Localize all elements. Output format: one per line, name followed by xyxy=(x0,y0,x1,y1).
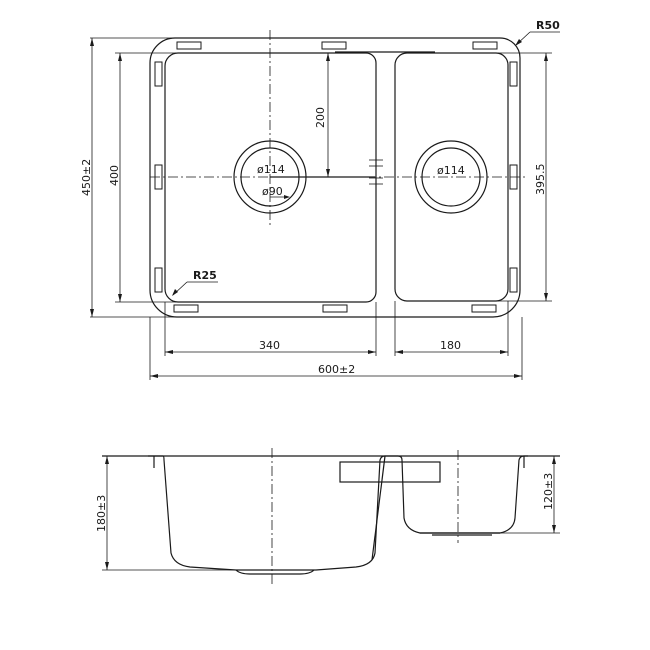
right-drain-label: ø114 xyxy=(437,164,465,177)
right-bowl-depth-dim: 120±3 xyxy=(542,473,555,510)
divider-break-marks xyxy=(369,159,383,185)
overall-width-dim: 600±2 xyxy=(318,363,355,376)
right-drain-inner-circle xyxy=(421,147,481,207)
plan-view: ø114 ø90 ø114 200 450±2 400 xyxy=(80,19,560,380)
drain-offset-dim: 200 xyxy=(314,107,327,128)
mounting-clips xyxy=(154,41,518,313)
left-drain-inner-circle xyxy=(240,147,300,207)
inner-radius-label: R25 xyxy=(193,269,217,282)
left-bowl-profile xyxy=(148,455,528,571)
right-drain-outer-circle xyxy=(414,140,488,214)
right-bowl-height-dim: 395.5 xyxy=(534,164,547,196)
left-bowl-depth-dim: 180±3 xyxy=(95,495,108,532)
overflow-rect xyxy=(339,461,441,483)
section-view: 180±3 120±3 xyxy=(95,448,560,584)
left-bowl-width-dim: 340 xyxy=(259,339,280,352)
right-bowl-width-dim: 180 xyxy=(440,339,461,352)
inner-height-dim: 400 xyxy=(108,165,121,186)
overall-height-dim: 450±2 xyxy=(80,159,93,196)
left-drain-outer-label: ø114 xyxy=(257,163,285,176)
outer-flange-outline xyxy=(149,37,521,318)
left-drain-inner-label: ø90 xyxy=(262,185,283,198)
outer-radius-label: R50 xyxy=(536,19,560,32)
left-drain-outer-circle xyxy=(233,140,307,214)
